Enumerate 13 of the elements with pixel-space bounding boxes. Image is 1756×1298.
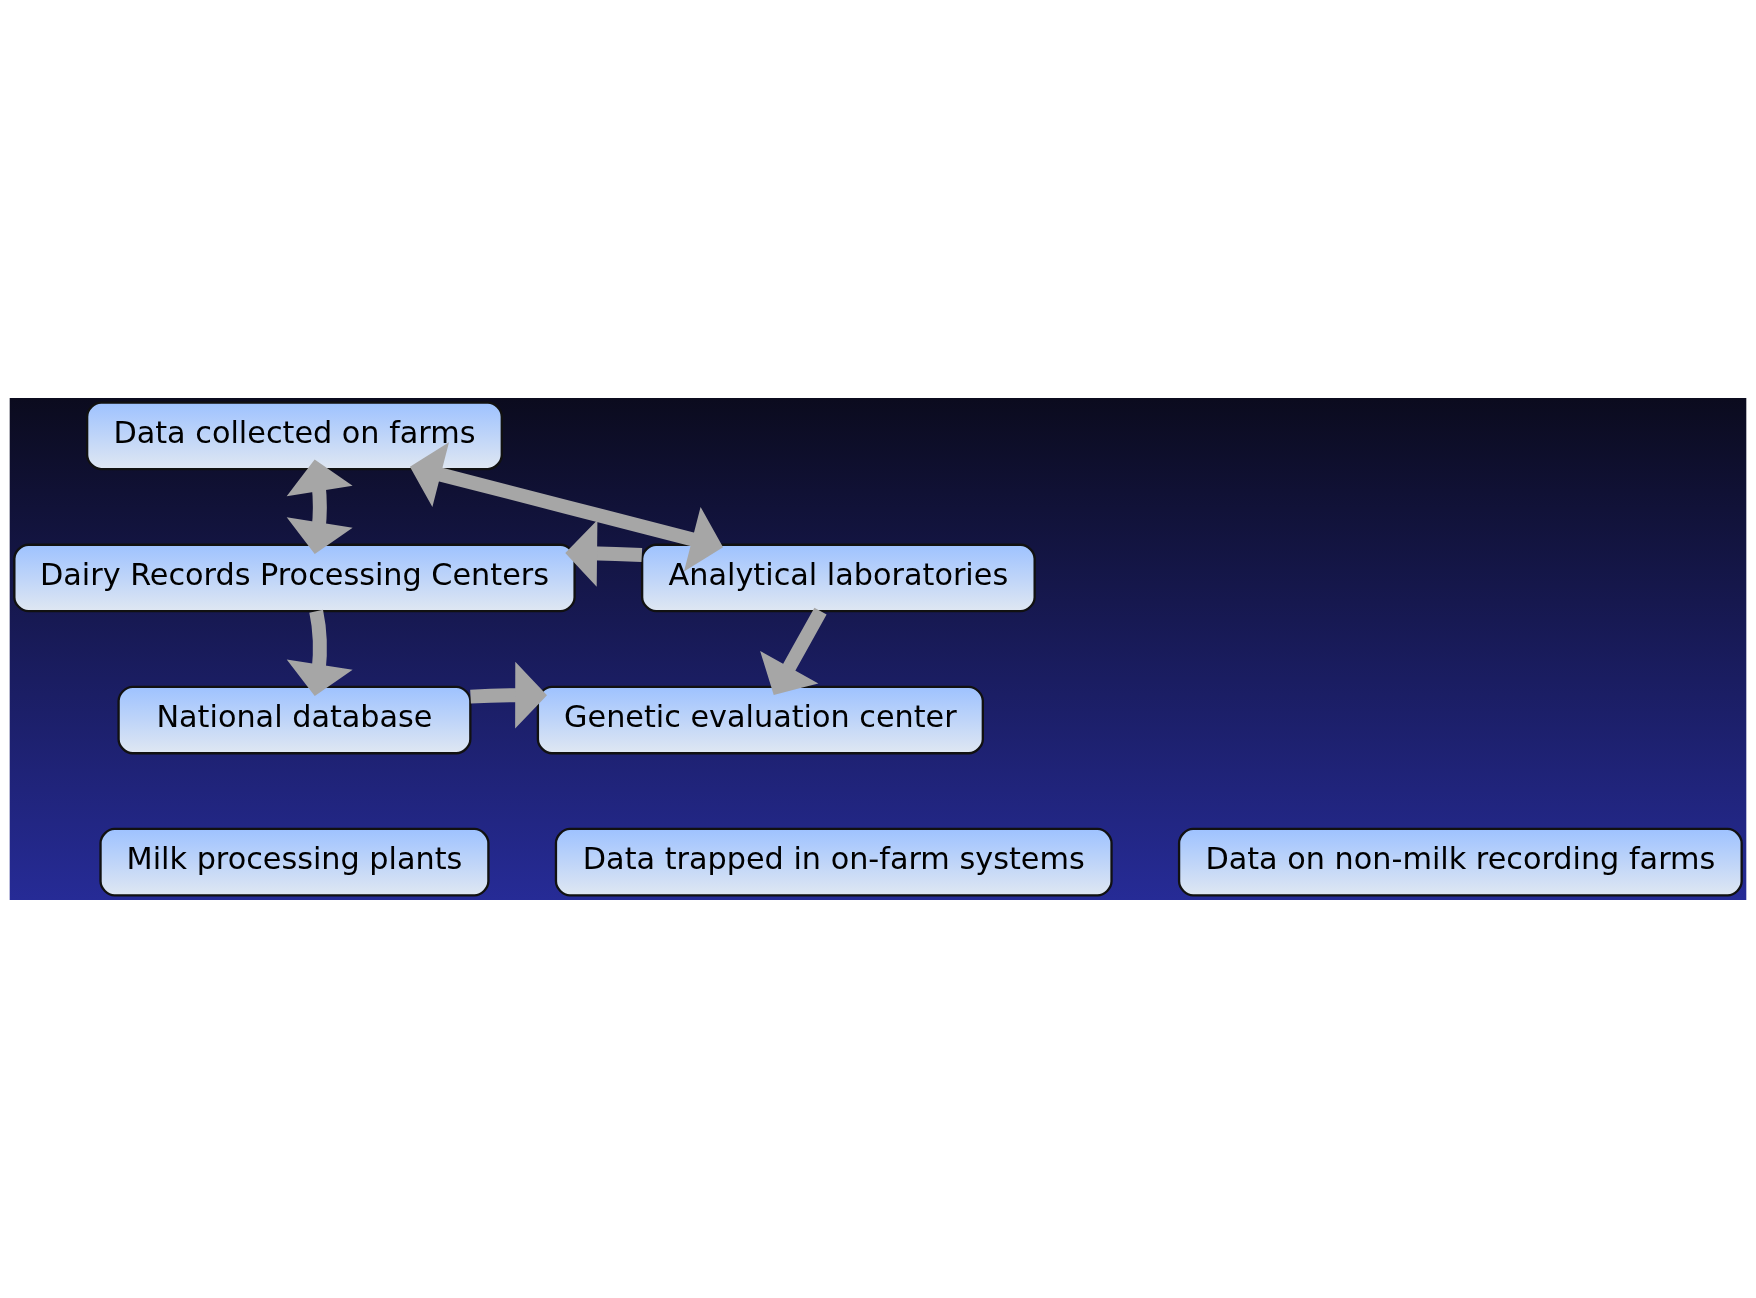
arrow [760, 607, 827, 695]
node-box: Milk processing plants [99, 827, 490, 897]
node-box: Data trapped in on-farm systems [554, 827, 1113, 897]
node-box: Data collected on farms [86, 401, 503, 471]
node-box: Genetic evaluation center [536, 685, 984, 755]
arrow [565, 519, 643, 587]
arrow [409, 442, 724, 572]
node-box: Analytical laboratories [640, 543, 1036, 613]
node-box: Data on non-milk recording farms [1177, 827, 1743, 897]
arrow [286, 459, 353, 554]
node-box: National database [117, 685, 472, 755]
node-box: Dairy Records Processing Centers [13, 543, 576, 613]
arrow [470, 661, 547, 729]
